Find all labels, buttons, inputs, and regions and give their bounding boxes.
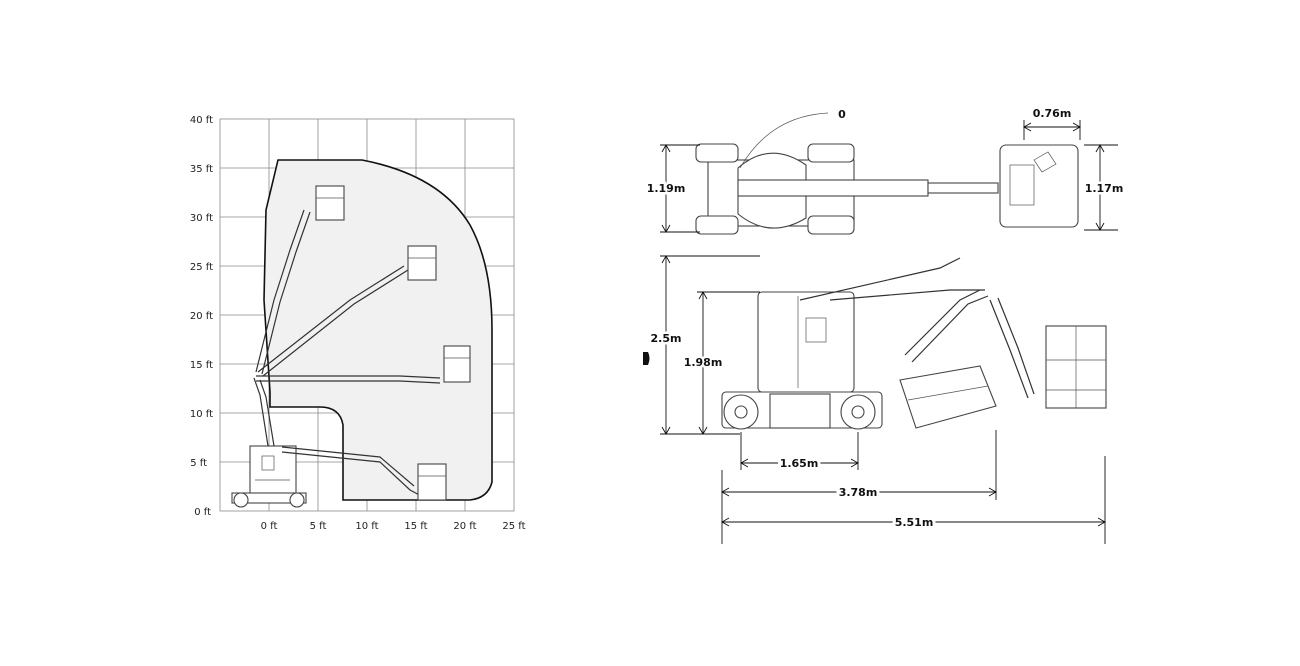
platform-width-label: 1.17m: [1085, 182, 1124, 195]
turning-radius-arc: [739, 112, 829, 169]
side-view-drawing: 2.5m 1.98m 1.65m 3.78m 5.51m: [643, 255, 1107, 544]
wheelbase-label: 1.65m: [780, 457, 819, 470]
y-axis-ticks: 40 ft 35 ft 30 ft 25 ft 20 ft 15 ft 10 f…: [190, 115, 213, 518]
y-tick-label: 5 ft: [190, 458, 207, 469]
x-tick-label: 15 ft: [404, 521, 427, 532]
x-axis-ticks: 0 ft 5 ft 10 ft 15 ft 20 ft 25 ft: [261, 521, 526, 532]
top-view-drawing: 0 1.19m 0.76m 1.17m: [644, 107, 1126, 235]
platform-depth-label: 0.76m: [1033, 107, 1072, 120]
x-tick-label: 25 ft: [502, 521, 525, 532]
chassis-width-label: 1.19m: [647, 182, 686, 195]
overall-length-label: 5.51m: [895, 516, 934, 529]
edge-marker: [643, 352, 650, 365]
x-tick-label: 5 ft: [310, 521, 327, 532]
y-tick-label: 0 ft: [194, 507, 211, 518]
max-height-label: 2.5m: [651, 332, 682, 345]
y-tick-label: 30 ft: [190, 213, 213, 224]
stowed-height-label: 1.98m: [684, 356, 723, 369]
machine-base-drawing: [231, 445, 307, 508]
y-tick-label: 25 ft: [190, 262, 213, 273]
working-envelope-chart: 40 ft 35 ft 30 ft 25 ft 20 ft 15 ft 10 f…: [190, 115, 526, 532]
x-tick-label: 0 ft: [261, 521, 278, 532]
y-tick-label: 10 ft: [190, 409, 213, 420]
x-tick-label: 10 ft: [355, 521, 378, 532]
y-tick-label: 35 ft: [190, 164, 213, 175]
x-tick-label: 20 ft: [453, 521, 476, 532]
stowed-length-label: 3.78m: [839, 486, 878, 499]
y-tick-label: 20 ft: [190, 311, 213, 322]
y-tick-label: 40 ft: [190, 115, 213, 126]
y-tick-label: 15 ft: [190, 360, 213, 371]
boom-positions: [253, 185, 471, 501]
turning-radius-label: 0: [838, 108, 846, 121]
working-envelope-outline: [263, 159, 493, 501]
